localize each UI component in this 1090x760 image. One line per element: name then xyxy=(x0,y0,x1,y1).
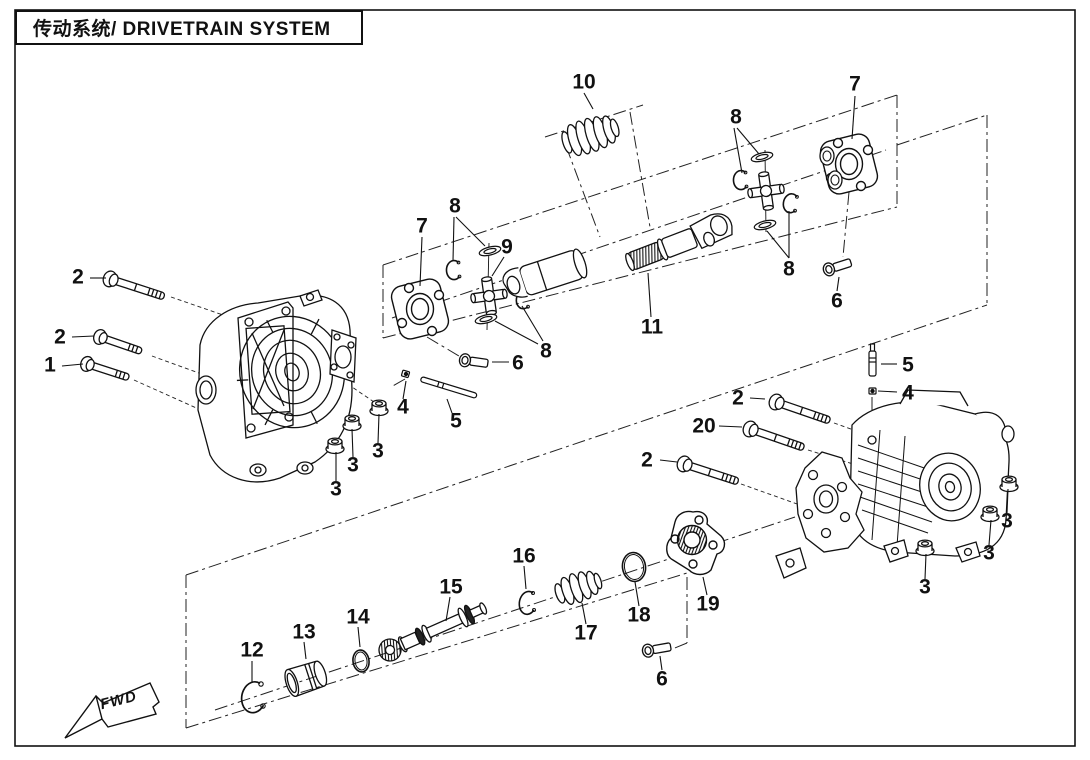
callout-16: 16 xyxy=(512,544,536,568)
clamp-4-front xyxy=(400,369,411,379)
breather-tube-5-rear xyxy=(868,343,877,377)
page-border xyxy=(14,9,1076,747)
callout-13: 13 xyxy=(292,620,316,644)
callout-10: 10 xyxy=(572,70,596,94)
callout-8: 8 xyxy=(540,339,552,363)
nut-3-rear-c xyxy=(915,539,935,557)
bolt-6-bottom xyxy=(640,639,673,659)
bolt-2-rear-a xyxy=(766,391,833,429)
prop-shaft-rear xyxy=(625,213,733,272)
circlip-8d xyxy=(780,191,801,215)
callout-9: 9 xyxy=(501,235,513,259)
bolt-2-rear-b xyxy=(674,453,742,490)
washer-8c xyxy=(749,149,775,165)
ring-14 xyxy=(352,649,370,673)
callout-4: 4 xyxy=(902,381,914,405)
bolt-6-front xyxy=(457,352,490,371)
bolt-6-rear-upper xyxy=(821,255,854,278)
callout-20: 20 xyxy=(692,414,716,438)
callout-19: 19 xyxy=(696,592,720,616)
callout-3: 3 xyxy=(983,541,995,565)
callout-3: 3 xyxy=(1001,509,1013,533)
callout-6: 6 xyxy=(656,667,668,691)
snap-ring-16 xyxy=(518,590,536,616)
callout-15: 15 xyxy=(439,575,463,599)
callout-5: 5 xyxy=(902,353,914,377)
nut-3-front-a xyxy=(325,437,345,455)
callout-leader-lines xyxy=(61,92,1009,683)
callout-8: 8 xyxy=(730,105,742,129)
callout-2: 2 xyxy=(732,386,744,410)
prop-shaft-front-yoke xyxy=(502,248,588,298)
ujoint-cross-rear xyxy=(744,149,788,233)
callout-1: 1 xyxy=(44,353,56,377)
nut-3-front-b xyxy=(342,414,362,432)
front-gearbox-drawing xyxy=(195,289,357,483)
clamp-4-rear xyxy=(868,387,877,395)
hub-flange-19 xyxy=(666,510,726,576)
callout-6: 6 xyxy=(512,351,524,375)
callout-3: 3 xyxy=(919,575,931,599)
callout-5: 5 xyxy=(450,409,462,433)
washer-8a xyxy=(477,243,503,259)
boot-10 xyxy=(561,115,620,157)
bolt-20 xyxy=(740,418,807,456)
callout-7: 7 xyxy=(849,72,861,96)
phantom-boundary-lines xyxy=(185,94,988,729)
callout-8: 8 xyxy=(783,257,795,281)
page-title: 传动系统/ DRIVETRAIN SYSTEM xyxy=(15,10,363,45)
callout-3: 3 xyxy=(330,477,342,501)
callout-8: 8 xyxy=(449,194,461,218)
callout-2: 2 xyxy=(641,448,653,472)
rear-gearbox-drawing xyxy=(775,389,1015,579)
callout-4: 4 xyxy=(397,395,409,419)
ring-18 xyxy=(621,551,647,583)
nut-3-front-c xyxy=(369,399,389,417)
boot-17 xyxy=(554,570,603,605)
drive-shaft-15 xyxy=(378,602,488,662)
callout-14: 14 xyxy=(346,605,370,629)
snap-ring-12 xyxy=(240,681,266,714)
bolt-1 xyxy=(78,354,132,386)
circlip-8a xyxy=(445,259,462,281)
callout-11: 11 xyxy=(640,315,664,339)
breather-tube-5-front xyxy=(420,376,478,399)
bolt-2-front-a xyxy=(100,268,168,305)
nut-3-rear-b xyxy=(980,505,1000,523)
callout-7: 7 xyxy=(416,214,428,238)
nut-3-rear-a xyxy=(999,475,1019,493)
callout-2: 2 xyxy=(54,325,66,349)
bolt-2-front-b xyxy=(91,327,145,360)
callout-6: 6 xyxy=(831,289,843,313)
callout-3: 3 xyxy=(347,453,359,477)
callout-18: 18 xyxy=(627,603,651,627)
circlip-8c xyxy=(732,169,749,191)
bushing-13 xyxy=(284,660,328,698)
washer-8d xyxy=(752,217,778,233)
callout-2: 2 xyxy=(72,265,84,289)
fwd-arrow xyxy=(64,682,160,739)
callout-3: 3 xyxy=(372,439,384,463)
front-prop-flange-7 xyxy=(388,276,452,342)
callout-12: 12 xyxy=(240,638,264,662)
rear-prop-flange-7 xyxy=(817,131,881,197)
callout-17: 17 xyxy=(574,621,598,645)
washer-8b xyxy=(473,311,499,327)
